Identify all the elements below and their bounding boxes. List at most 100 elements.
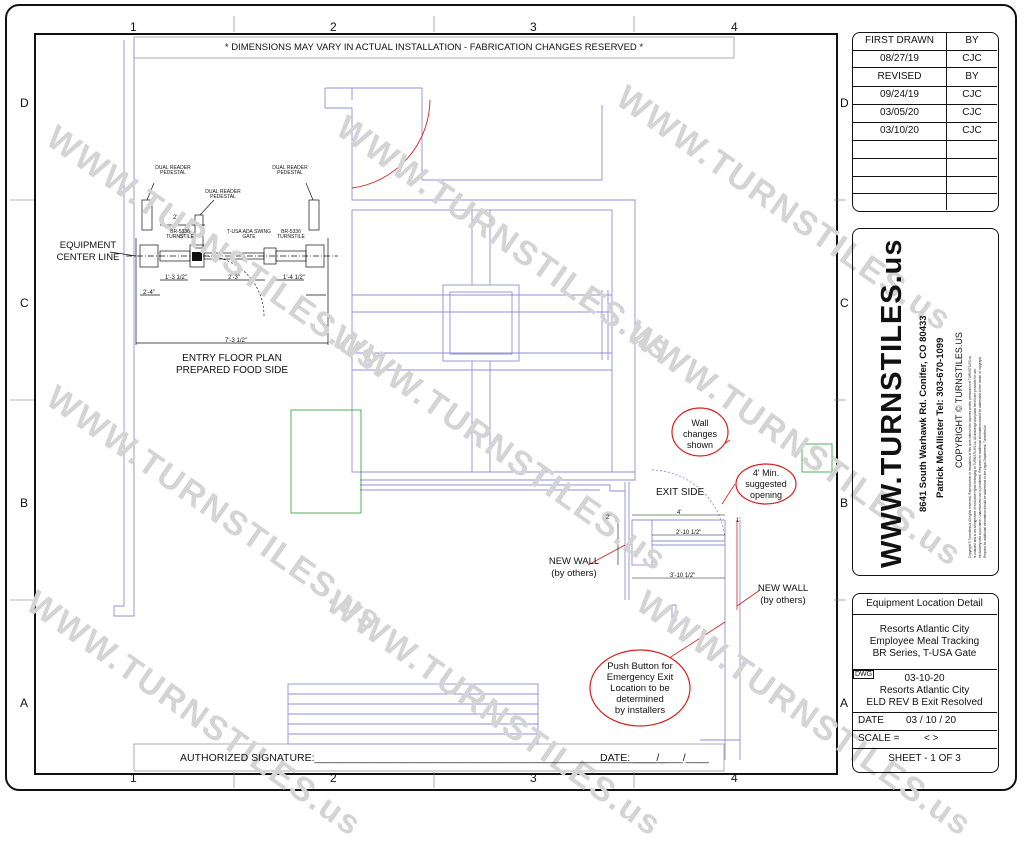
sheet-number: SHEET - 1 OF 3 bbox=[888, 753, 961, 764]
dim-label: 2' bbox=[606, 515, 611, 521]
dim-label: 1' bbox=[736, 518, 741, 524]
dwg-line: 03-10-20 bbox=[904, 673, 945, 684]
revision-date: 03/10/20 bbox=[880, 125, 919, 136]
revision-date: 09/24/19 bbox=[880, 89, 919, 100]
company-block bbox=[852, 228, 999, 576]
company-fine-print: exclusively with a purchase. Unauthorize… bbox=[978, 356, 982, 558]
first-drawn-header: FIRST DRAWN bbox=[865, 35, 934, 46]
company-fine-print: Request for additional information shoul… bbox=[983, 424, 987, 558]
dim-label: 3'-10 1/2" bbox=[670, 573, 696, 579]
revision-row bbox=[852, 86, 997, 105]
callout-push-button-line3: Location to be bbox=[610, 683, 670, 694]
revision-row bbox=[852, 193, 997, 212]
callout-push-button-line2: Emergency Exit bbox=[606, 672, 674, 683]
revision-row bbox=[852, 50, 997, 69]
callout-wall-changes-line2: changes bbox=[682, 429, 718, 439]
title-divider bbox=[852, 614, 997, 615]
grid-col-1-bottom: 1 bbox=[130, 771, 137, 785]
company-logo: WWW.TURNSTILES.us bbox=[876, 238, 908, 568]
company-contact: Patrick McAllister Tel: 303-670-1099 bbox=[935, 337, 946, 498]
revised-header: REVISED bbox=[877, 71, 922, 82]
swing-gate-label: T-USA ADA SWING GATE bbox=[227, 229, 271, 240]
project-line: BR Series, T-USA Gate bbox=[872, 648, 977, 659]
turnstile-right-label: BR-5336 TURNSTILE bbox=[277, 229, 305, 240]
company-fine-print: is unlawful and is an infringement of ex… bbox=[973, 369, 977, 558]
new-wall-left-line1: NEW WALL bbox=[548, 556, 600, 567]
equipment-center-line-label: EQUIPMENT CENTER LINE bbox=[56, 240, 120, 263]
new-wall-right-line2: (by others) bbox=[760, 595, 806, 606]
first-drawn-date: 08/27/19 bbox=[880, 53, 919, 64]
pedestal-right-label: DUAL READER PEDESTAL bbox=[272, 165, 308, 176]
callout-min-opening-line2: suggested bbox=[745, 479, 787, 489]
grid-col-2-top: 2 bbox=[330, 20, 337, 34]
pedestal-mid-label: DUAL READER PEDESTAL bbox=[205, 189, 241, 200]
grid-col-4-bottom: 4 bbox=[731, 771, 738, 785]
project-line: Resorts Atlantic City bbox=[879, 624, 970, 635]
title-divider bbox=[852, 669, 997, 670]
company-copyright: COPYRIGHT © TURNSTILES.US bbox=[954, 332, 964, 468]
dwg-line: ELD REV B Exit Resolved bbox=[866, 697, 983, 708]
scale-label: SCALE = bbox=[858, 733, 900, 744]
grid-row-c-left: C bbox=[20, 296, 29, 310]
top-notice: * DIMENSIONS MAY VARY IN ACTUAL INSTALLA… bbox=[224, 42, 644, 53]
callout-min-opening-line3: opening bbox=[749, 490, 783, 500]
revision-row bbox=[852, 176, 997, 195]
title-divider bbox=[852, 712, 997, 713]
revision-row bbox=[852, 158, 997, 177]
title-divider bbox=[852, 730, 997, 731]
title-heading: Equipment Location Detail bbox=[866, 598, 983, 609]
dim-label: 2' bbox=[173, 215, 178, 221]
scale-value: < > bbox=[924, 733, 939, 744]
callout-push-button-line4: determined bbox=[616, 694, 664, 705]
grid-row-a-left: A bbox=[20, 696, 29, 710]
entry-floor-plan-label: ENTRY FLOOR PLAN bbox=[182, 353, 282, 364]
revised-by-header: BY bbox=[965, 71, 979, 82]
grid-col-4-top: 4 bbox=[731, 20, 738, 34]
project-line: Employee Meal Tracking bbox=[869, 636, 980, 647]
by-header: BY bbox=[965, 35, 979, 46]
grid-row-d-right: D bbox=[840, 96, 849, 110]
prepared-food-side-label: PREPARED FOOD SIDE bbox=[175, 365, 289, 376]
pedestal-left-label: DUAL READER PEDESTAL bbox=[155, 165, 191, 176]
sheet-border bbox=[5, 4, 1017, 791]
dim-label: 1'-3 1/2" bbox=[165, 275, 187, 281]
grid-row-c-right: C bbox=[840, 296, 849, 310]
company-fine-print: Copyright © TurnstilesUs All rights rese… bbox=[968, 356, 972, 558]
grid-row-a-right: A bbox=[840, 696, 849, 710]
revision-row bbox=[852, 67, 997, 86]
callout-wall-changes: Wall changes shown bbox=[674, 418, 726, 451]
signature-date-line: DATE: ____/____/____ bbox=[600, 752, 709, 764]
revision-by: CJC bbox=[962, 125, 982, 136]
dim-label: 2'-4" bbox=[143, 290, 155, 296]
callout-wall-changes-line3: shown bbox=[686, 440, 713, 450]
floor-plan-drawing bbox=[10, 16, 846, 788]
dwg-tag: DWG bbox=[853, 670, 875, 679]
new-wall-left-label: NEW WALL (by others) bbox=[545, 556, 603, 580]
callout-push-button-line5: by installers bbox=[614, 705, 666, 716]
dim-label: 2'-10 1/2" bbox=[676, 530, 702, 536]
grid-col-3-top: 3 bbox=[530, 20, 537, 34]
new-wall-right-label: NEW WALL (by others) bbox=[754, 583, 812, 607]
grid-row-d-left: D bbox=[20, 96, 29, 110]
title-block bbox=[852, 593, 999, 773]
dim-label: 4' bbox=[677, 510, 682, 516]
date-label: DATE bbox=[858, 715, 884, 726]
dim-label: 1'-4 1/2" bbox=[283, 275, 305, 281]
revision-date: 03/05/20 bbox=[880, 107, 919, 118]
revision-by: CJC bbox=[962, 107, 982, 118]
company-address: 8641 South Warhawk Rd. Conifer, CO 80433 bbox=[918, 315, 929, 512]
revision-by: CJC bbox=[962, 89, 982, 100]
dim-label: 7'-3 1/2" bbox=[225, 338, 247, 344]
callout-clouds bbox=[589, 407, 797, 727]
revision-table-divider bbox=[946, 32, 947, 210]
grid-row-b-right: B bbox=[840, 496, 849, 510]
grid-col-1-top: 1 bbox=[130, 20, 137, 34]
callout-min-opening-line1: 4' Min. bbox=[752, 468, 780, 478]
callout-min-opening: 4' Min. suggested opening bbox=[736, 468, 796, 501]
new-wall-right-line1: NEW WALL bbox=[757, 583, 809, 594]
revision-row bbox=[852, 104, 997, 123]
grid-row-b-left: B bbox=[20, 496, 29, 510]
new-wall-left-line2: (by others) bbox=[551, 568, 597, 579]
signature-line: AUTHORIZED SIGNATURE:___________________… bbox=[180, 752, 665, 764]
revision-row bbox=[852, 122, 997, 141]
